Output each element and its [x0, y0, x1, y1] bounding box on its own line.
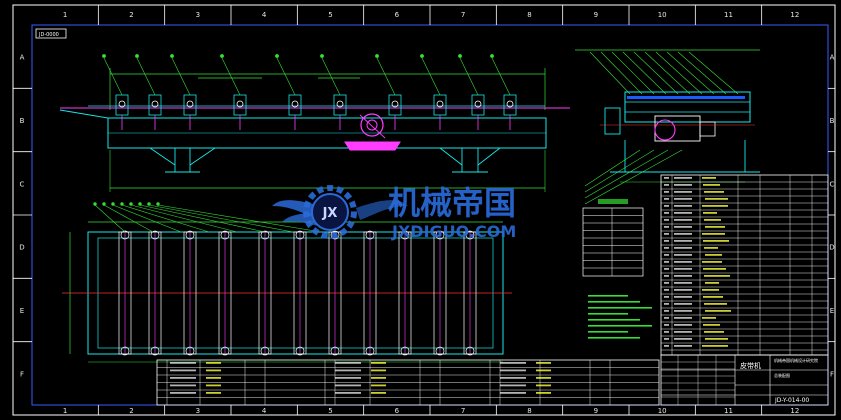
row-label: D	[19, 244, 24, 252]
column-label: 4	[262, 11, 267, 19]
column-label: 10	[658, 11, 667, 19]
column-label: 12	[790, 11, 799, 19]
idler-station	[433, 94, 447, 116]
row-label: C	[20, 180, 25, 188]
idler-station	[503, 94, 517, 116]
idler-station	[233, 94, 247, 116]
column-label: 9	[594, 11, 598, 19]
column-label: 3	[196, 11, 200, 19]
column-label: 6	[395, 407, 400, 415]
gear-logo-icon	[303, 185, 357, 239]
column-label: 10	[658, 407, 667, 415]
column-label: 3	[196, 407, 200, 415]
technical-data-table	[582, 199, 652, 339]
title-company-2: 总装配图	[774, 372, 790, 378]
column-label: 1	[63, 11, 67, 19]
column-label: 9	[594, 407, 598, 415]
column-label: 6	[395, 11, 400, 19]
column-label: 2	[129, 407, 133, 415]
column-label: 2	[129, 11, 133, 19]
plan-view	[62, 202, 512, 363]
row-label: F	[20, 370, 24, 378]
row-label: E	[20, 307, 24, 315]
column-label: 5	[328, 11, 332, 19]
column-label: 11	[724, 407, 733, 415]
idler-station	[471, 94, 485, 116]
drawing-number-text: JD-0000	[38, 32, 59, 38]
watermark-brand: 机械帝国	[388, 184, 516, 222]
title-company-1: 机械帝国机械设计研究院	[774, 357, 818, 363]
column-label: 8	[527, 11, 531, 19]
watermark: JX 机械帝国 JXDIGUO.COM	[272, 184, 516, 241]
idler-station	[288, 94, 302, 116]
row-label: A	[20, 54, 25, 62]
parts-list-table	[660, 174, 829, 356]
side-view	[575, 49, 760, 205]
title-drawing-code: JD-Y-014-00	[774, 397, 809, 404]
bottom-parts-table	[156, 359, 660, 406]
title-block: 皮带机 机械帝国机械设计研究院 总装配图 JD-Y-014-00	[660, 354, 829, 406]
idler-station	[115, 94, 129, 116]
logo-letters: JX	[322, 206, 338, 221]
row-label: C	[830, 180, 835, 188]
column-label: 1	[63, 407, 67, 415]
drawing-number-tag: JD-0000	[35, 28, 67, 39]
title-main: 皮带机	[740, 361, 761, 370]
row-label: A	[830, 54, 835, 62]
idler-station	[333, 94, 347, 116]
column-label: 11	[724, 11, 733, 19]
front-drive-unit	[344, 113, 401, 151]
front-elevation-view	[59, 54, 570, 192]
idler-station	[148, 94, 162, 116]
row-label: D	[829, 244, 834, 252]
idler-station	[388, 94, 402, 116]
row-label: B	[830, 117, 835, 125]
column-label: 4	[262, 407, 267, 415]
column-label: 12	[790, 407, 799, 415]
row-label: E	[830, 307, 834, 315]
row-label: F	[830, 370, 834, 378]
column-label: 5	[328, 407, 332, 415]
watermark-url: JXDIGUO.COM	[391, 222, 516, 241]
column-label: 7	[461, 11, 465, 19]
row-label: B	[20, 117, 25, 125]
column-label: 7	[461, 407, 465, 415]
idler-station	[183, 94, 197, 116]
column-label: 8	[527, 407, 531, 415]
